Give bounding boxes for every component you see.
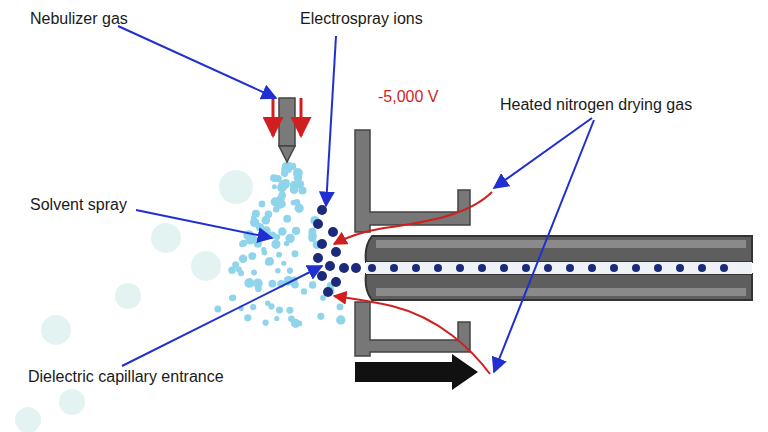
gas-label: Nebulizer gas: [30, 10, 128, 28]
dielectric-capillary: [366, 236, 752, 300]
background-circles: [15, 170, 253, 432]
part-label: Dielectric capillary entrance: [28, 368, 224, 386]
voltage-label: -5,000 V: [378, 88, 438, 106]
nebulizer-needle: [273, 98, 301, 162]
spray-label: Solvent spray: [30, 196, 127, 214]
flow-arrow: [355, 354, 478, 390]
gas-label: Heated nitrogen drying gas: [500, 96, 692, 114]
leader-lines: [118, 26, 594, 372]
solvent-spray-droplets: [214, 161, 345, 328]
electrospray-ions: [313, 205, 728, 297]
drying-gas-flow: [334, 192, 492, 374]
ion-label: Electrospray ions: [300, 10, 423, 28]
